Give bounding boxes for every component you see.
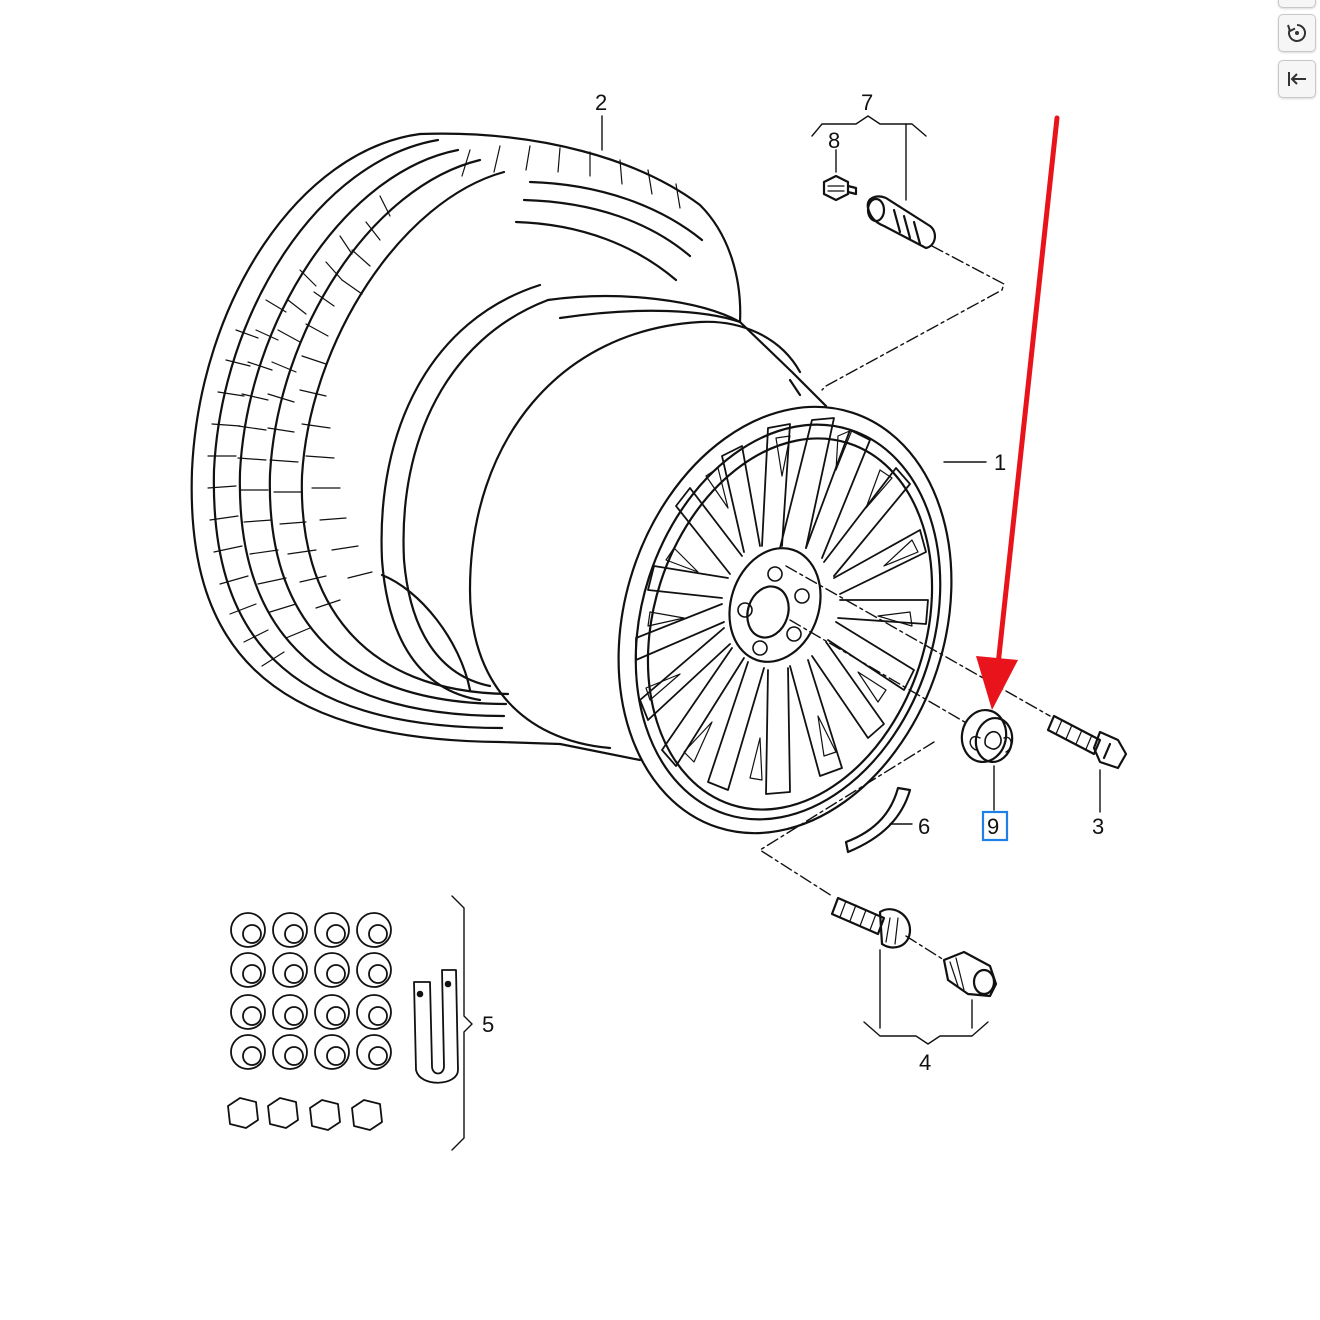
locking-bolt-set-drawing [830, 896, 998, 998]
red-arrow [976, 115, 1060, 710]
tire-drawing [190, 132, 742, 746]
leader-lines [451, 115, 1101, 1151]
wheel-rim-drawing [468, 320, 953, 835]
callout-7[interactable]: 7 [861, 90, 873, 115]
bolt-cap-set-drawing [227, 912, 459, 1131]
callout-9[interactable]: 9 [987, 814, 999, 839]
callout-6[interactable]: 6 [918, 814, 930, 839]
center-cap-drawing [960, 709, 1014, 763]
wheel-bolt-drawing [1046, 714, 1128, 770]
tire-valve-drawing [822, 174, 936, 250]
highlight-box [981, 810, 1009, 842]
rotate-button[interactable] [1278, 14, 1316, 52]
toolbar-button-partial[interactable] [1278, 0, 1316, 8]
callout-8[interactable]: 8 [828, 128, 840, 153]
callout-1[interactable]: 1 [994, 450, 1006, 475]
callout-4[interactable]: 4 [919, 1050, 931, 1075]
collapse-left-button[interactable] [1278, 60, 1316, 98]
callout-5[interactable]: 5 [482, 1012, 494, 1037]
rotate-icon [1287, 24, 1306, 42]
callout-3[interactable]: 3 [1092, 814, 1104, 839]
callout-2[interactable]: 2 [595, 90, 607, 115]
collapse-left-icon [1288, 72, 1306, 86]
balance-weight-drawing [844, 786, 912, 854]
callout-labels: 1 2 3 4 5 6 7 8 9 [482, 90, 1104, 1075]
